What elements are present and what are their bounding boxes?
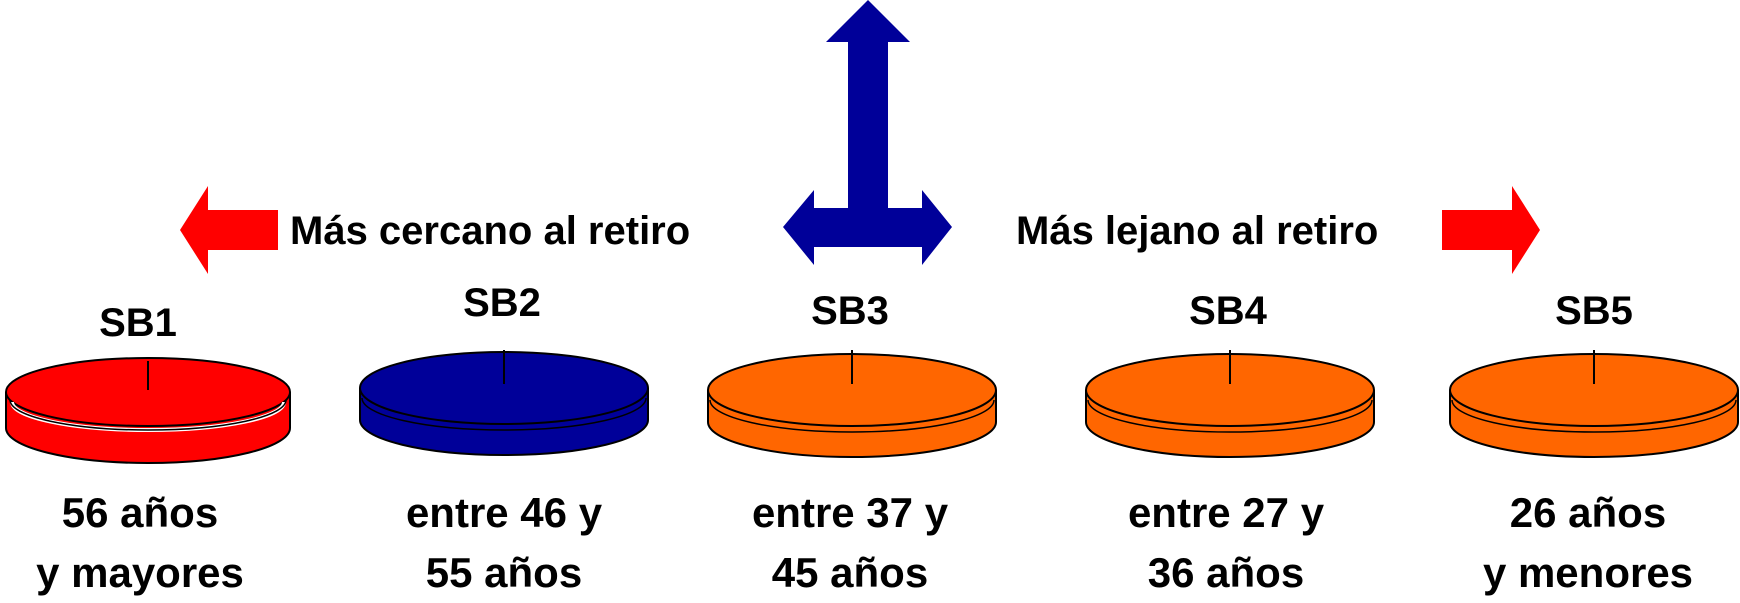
age-range-sb3-line1: entre 37 y (751, 489, 949, 536)
age-range-sb4: entre 27 y 36 años (1076, 483, 1376, 603)
age-range-sb1-line1: 56 años (61, 489, 219, 536)
age-range-sb1: 56 años y mayores (0, 483, 290, 603)
fund-label-sb1: SB1 (99, 301, 177, 345)
disk-sb4 (1085, 350, 1375, 458)
disk-sb5 (1449, 350, 1739, 458)
age-range-sb5-line2: y menores (1482, 549, 1694, 596)
fund-label-sb3: SB3 (811, 289, 889, 333)
age-range-sb4-line1: entre 27 y (1127, 489, 1325, 536)
age-range-sb5: 26 años y menores (1438, 483, 1738, 603)
age-range-sb5-line1: 26 años (1509, 489, 1667, 536)
disk-sb1 (5, 357, 291, 464)
fund-label-sb4: SB4 (1189, 289, 1267, 333)
fund-label-sb2: SB2 (463, 281, 541, 325)
closer-to-retirement-label: Más cercano al retiro (290, 209, 691, 253)
age-range-sb3: entre 37 y 45 años (700, 483, 1000, 603)
disk-sb2 (359, 350, 649, 456)
farther-from-retirement-label: Más lejano al retiro (1016, 209, 1379, 253)
up-left-right-arrow-icon (783, 0, 952, 265)
age-range-sb4-line2: 36 años (1147, 549, 1305, 596)
age-range-sb2: entre 46 y 55 años (354, 483, 654, 603)
right-arrow-icon (1442, 186, 1540, 274)
age-range-sb2-line2: 55 años (425, 549, 583, 596)
left-arrow-icon (180, 186, 278, 274)
age-range-sb3-line2: 45 años (771, 549, 929, 596)
age-range-sb1-line2: y mayores (36, 549, 244, 596)
disk-sb3 (707, 350, 997, 458)
fund-label-sb5: SB5 (1555, 289, 1633, 333)
age-range-sb2-line1: entre 46 y (405, 489, 603, 536)
